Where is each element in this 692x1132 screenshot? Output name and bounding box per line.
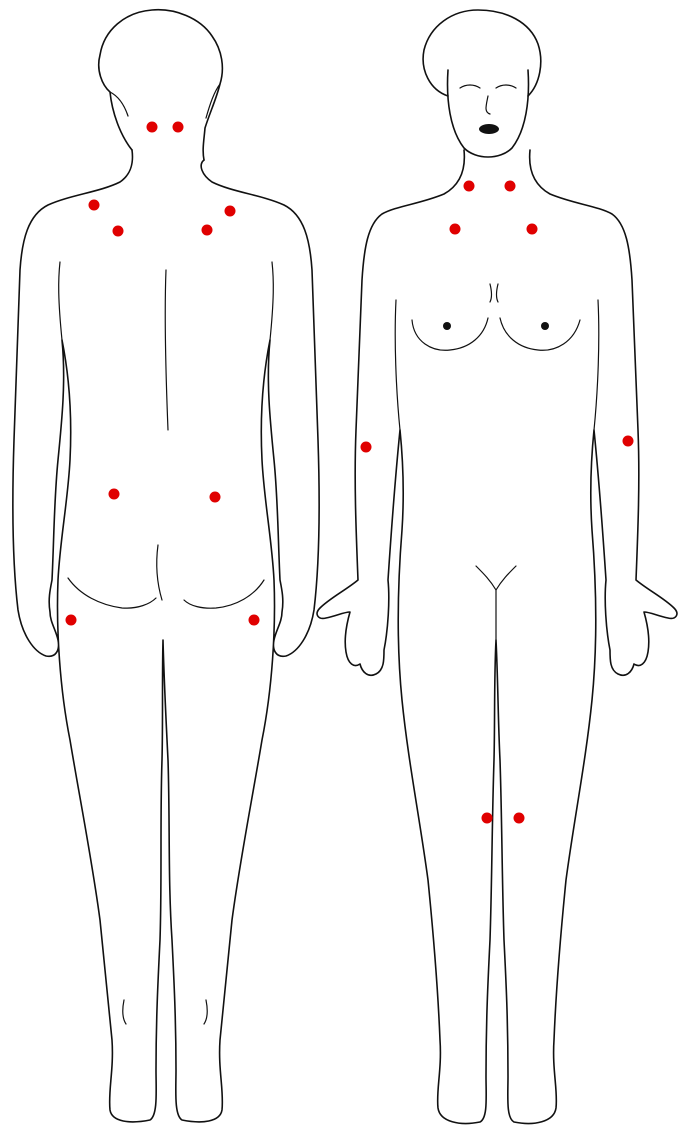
marker-back-shoulder-blade-left: [113, 226, 124, 237]
marker-front-upper-chest-left: [450, 224, 461, 235]
front-left-breast: [412, 318, 488, 350]
marker-front-lower-neck-left: [464, 181, 475, 192]
marker-back-shoulder-blade-right: [202, 225, 213, 236]
back-view-figure: [13, 10, 319, 1122]
front-right-inner-arm: [594, 300, 599, 430]
back-right-gluteal-fold: [184, 580, 264, 608]
marker-back-lower-back-right: [210, 492, 221, 503]
marker-back-neck-right: [173, 122, 184, 133]
front-right-eye: [496, 85, 516, 88]
marker-front-elbow-right: [623, 436, 634, 447]
marker-back-hip-left: [66, 615, 77, 626]
tender-point-markers: [66, 122, 634, 824]
back-left-inner-arm: [59, 262, 62, 340]
front-left-eye: [460, 85, 480, 88]
back-spine-line: [165, 270, 168, 430]
front-left-inner-arm: [395, 300, 400, 430]
front-hair-outline: [423, 10, 541, 96]
back-left-gluteal-fold: [68, 578, 156, 608]
marker-front-knee-right: [514, 813, 525, 824]
back-right-heel-detail: [204, 1000, 207, 1024]
back-right-inner-arm: [270, 262, 273, 340]
front-nose: [486, 96, 490, 114]
marker-front-lower-neck-right: [505, 181, 516, 192]
back-head-outline: [99, 10, 223, 160]
marker-front-knee-left: [482, 813, 493, 824]
back-buttocks-line: [157, 545, 162, 600]
front-groin-line: [476, 566, 516, 590]
marker-back-neck-left: [147, 122, 158, 133]
front-right-nipple: [541, 322, 549, 330]
marker-back-upper-shoulder-right: [225, 206, 236, 217]
marker-back-upper-shoulder-left: [89, 200, 100, 211]
marker-front-upper-chest-right: [527, 224, 538, 235]
front-left-nipple: [443, 322, 451, 330]
back-left-heel-detail: [123, 1000, 126, 1024]
front-view-figure: [317, 10, 677, 1123]
marker-front-elbow-left: [361, 442, 372, 453]
marker-back-hip-right: [249, 615, 260, 626]
back-hair-detail: [110, 84, 220, 118]
marker-back-lower-back-left: [109, 489, 120, 500]
front-mouth: [479, 124, 499, 134]
front-right-breast: [500, 318, 580, 350]
front-sternum-mark: [490, 284, 498, 302]
